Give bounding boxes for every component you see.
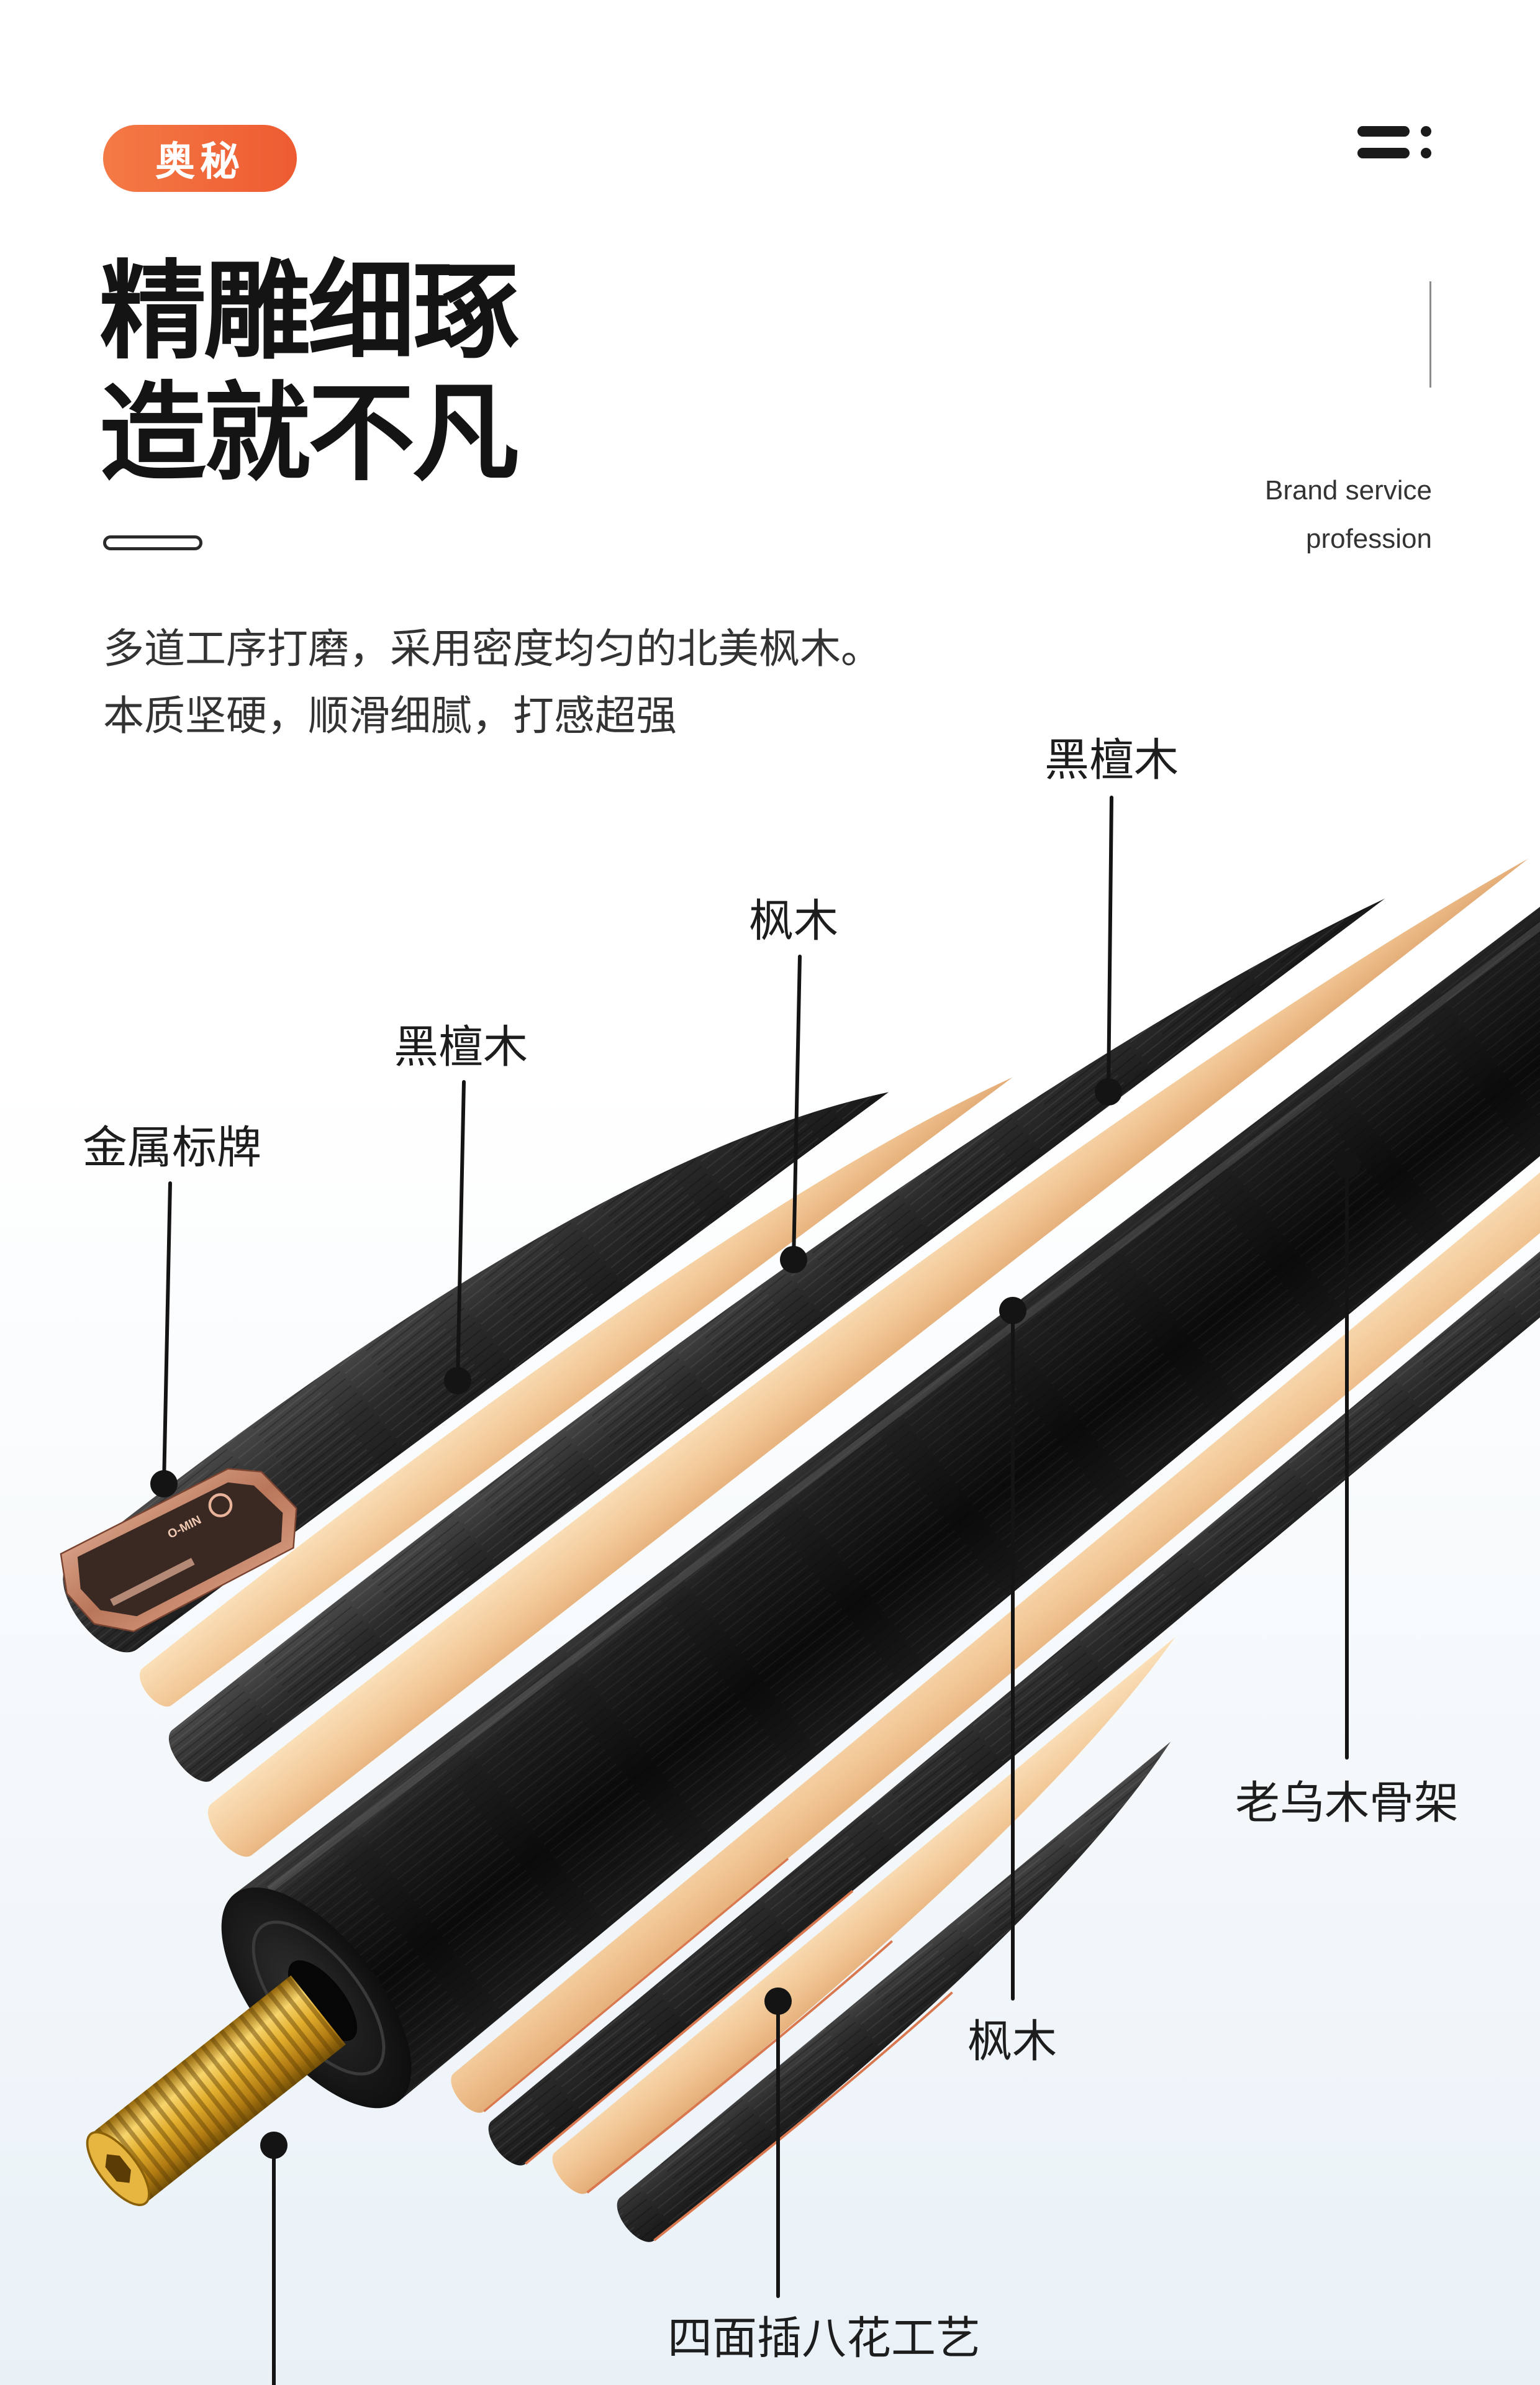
callout-label-ebony-left: 黑檀木 bbox=[393, 1020, 528, 1073]
metal-plate-badge: O-MIN bbox=[60, 1468, 297, 1632]
menu-dot-icon bbox=[1421, 148, 1431, 158]
description: 多道工序打磨，采用密度均匀的北美枫木。 本质坚硬，顺滑细腻，打感超强 bbox=[103, 616, 882, 750]
tagline-line-1: Brand service bbox=[1264, 475, 1432, 506]
brand-tagline: Brand service profession bbox=[1265, 466, 1432, 563]
callout-dot bbox=[764, 1988, 792, 2015]
tagline-line-2: profession bbox=[1305, 524, 1432, 554]
title-underline-pill bbox=[103, 535, 202, 550]
callout-dot bbox=[780, 1246, 807, 1273]
page-title: 精雕细琢 造就不凡 bbox=[99, 249, 519, 496]
upper-ebony-strip-long bbox=[168, 898, 1385, 1782]
callout-label-ebony-frame: 老乌木骨架 bbox=[1234, 1776, 1459, 1829]
callout-dot bbox=[1333, 1151, 1361, 1178]
callout-dot bbox=[150, 1470, 178, 1497]
menu-bar-icon bbox=[1357, 148, 1410, 158]
callout-dot bbox=[260, 2132, 288, 2159]
lower-maple-strip-short bbox=[552, 1637, 1175, 2194]
vertical-divider bbox=[1429, 281, 1431, 388]
description-line-1: 多道工序打磨，采用密度均匀的北美枫木。 bbox=[103, 625, 882, 673]
lower-ebony-strip-short bbox=[617, 1742, 1171, 2242]
ebony-core-frame bbox=[221, 610, 1540, 2109]
callout-line-metal-plate bbox=[162, 1181, 172, 1486]
title-line-1: 精雕细琢 bbox=[99, 249, 519, 374]
menu-icon[interactable] bbox=[1357, 126, 1433, 158]
callout-line-ebony-left bbox=[456, 1080, 466, 1383]
hex-socket-icon bbox=[105, 2154, 131, 2183]
description-line-2: 本质坚硬，顺滑细腻，打感超强 bbox=[103, 692, 677, 740]
callout-lines bbox=[162, 796, 1349, 2385]
callout-label-maple-bottom: 枫木 bbox=[967, 2015, 1058, 2068]
callout-label-metal-plate: 金属标牌 bbox=[82, 1121, 262, 1174]
callout-dot bbox=[1095, 1078, 1122, 1106]
menu-dot-icon bbox=[1421, 126, 1431, 137]
callout-label-ebony-top: 黑檀木 bbox=[1044, 734, 1179, 786]
menu-bar-icon bbox=[1357, 126, 1410, 137]
callout-dots bbox=[150, 1078, 1361, 2159]
callout-dot bbox=[999, 1297, 1026, 1324]
callout-dot bbox=[444, 1367, 471, 1394]
brass-joint-screw bbox=[86, 1975, 346, 2206]
callout-label-maple-top: 枫木 bbox=[748, 894, 839, 947]
logo-emblem-icon bbox=[208, 1493, 233, 1517]
callout-line-ebony-top bbox=[1107, 796, 1113, 1094]
upper-maple-strip-long bbox=[207, 858, 1528, 1857]
screw-hole bbox=[288, 1960, 358, 2042]
cue-exploded-view bbox=[63, 610, 1540, 2242]
lower-ebony-strip-long bbox=[488, 801, 1540, 2166]
callout-label-inlay: 四面插八花工艺 bbox=[667, 2312, 981, 2365]
section-badge: 奥秘 bbox=[103, 125, 297, 192]
lower-maple-strip-long bbox=[451, 753, 1540, 2113]
callout-line-maple-top bbox=[792, 955, 802, 1261]
title-line-2: 造就不凡 bbox=[99, 371, 519, 496]
